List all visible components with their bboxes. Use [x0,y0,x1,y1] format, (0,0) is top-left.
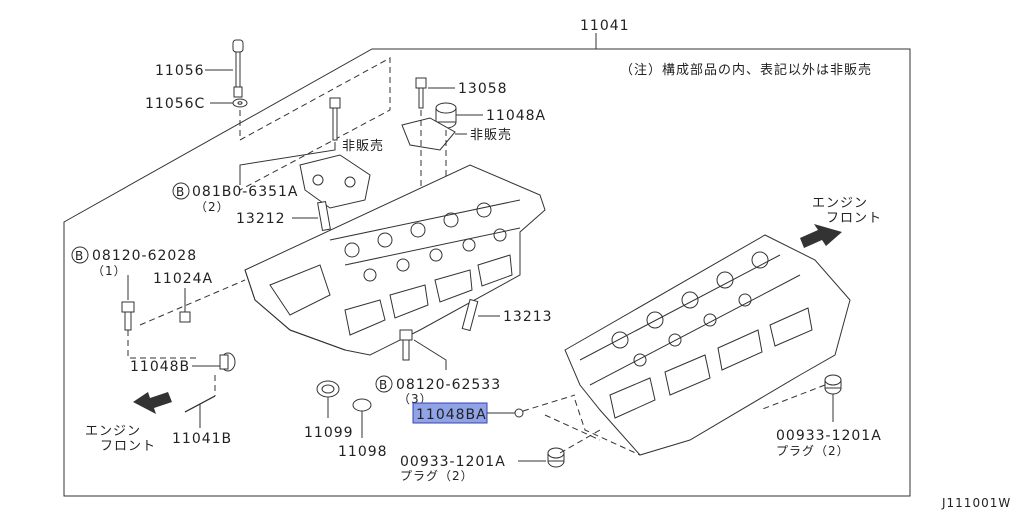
plug-11048b[interactable] [219,352,236,372]
qty-08120-62028: （1） [92,264,127,278]
part-label-11048b[interactable]: 11048B [130,359,190,375]
bolt-081b0-6351a[interactable] [329,97,341,141]
bolt-symbol-2: B [75,249,84,263]
qty-081b0-6351a: （2） [195,200,230,214]
dowel-13212[interactable] [317,200,331,232]
part-label-11056c[interactable]: 11056C [145,96,205,112]
part-label-13213[interactable]: 13213 [503,309,553,325]
part-label-13212[interactable]: 13212 [236,211,286,227]
engine-front-left-line1: エンジン [85,424,141,439]
engine-front-left-line2: フロント [100,439,156,454]
part-label-11041b[interactable]: 11041B [172,431,232,447]
part-label-00933-right[interactable]: 00933-1201A [776,428,882,444]
dowel-11024a[interactable] [179,311,191,323]
part-label-11048a[interactable]: 11048A [486,108,546,124]
part-label-08120-62028[interactable]: 08120-62028 [92,248,197,264]
not-sold-label-1: 非販売 [342,138,384,154]
part-label-00933-center[interactable]: 00933-1201A [400,454,506,470]
plug-00933-right[interactable] [824,374,842,395]
dowel-13213[interactable] [461,298,479,332]
cylinder-head-right[interactable] [564,234,851,456]
part-label-081b0-6351a[interactable]: 081B0-6351A [192,184,299,200]
stud-bolt-11056[interactable] [232,39,244,98]
engine-front-arrow-left [133,392,172,414]
seal-11098[interactable] [352,398,372,412]
not-sold-note: （注）構成部品の内、表記以外は非販売 [620,62,872,78]
part-label-11098[interactable]: 11098 [338,444,388,460]
bolt-symbol-3: B [379,378,388,392]
engine-front-right-line1: エンジン [812,196,868,211]
bolt-08120-62028[interactable] [121,301,135,331]
part-label-11048ba[interactable]: 11048BA [416,407,487,423]
part-label-11024a[interactable]: 11024A [153,271,213,287]
plug-qty-center: プラグ（2） [400,469,474,483]
washer-11056c[interactable] [232,98,248,108]
plug-11048ba[interactable] [514,408,524,418]
part-label-11056[interactable]: 11056 [155,63,205,79]
main-part-number[interactable]: 11041 [580,18,630,34]
camshaft-bracket-left[interactable] [299,154,371,209]
not-sold-label-2: 非販売 [470,127,512,143]
diagram-code: J111001W [941,496,1011,510]
plug-qty-right: プラグ（2） [776,444,850,458]
part-label-13058[interactable]: 13058 [458,81,508,97]
part-label-11099[interactable]: 11099 [304,425,354,441]
bolt-13058[interactable] [415,77,427,109]
engine-front-right-line2: フロント [826,211,882,226]
plug-00933-center[interactable] [547,447,565,468]
camshaft-bracket-right[interactable] [401,117,456,151]
part-label-08120-62533[interactable]: 08120-62533 [396,377,501,393]
bolt-symbol-1: B [176,185,185,199]
seal-11099[interactable] [316,380,340,398]
bolt-08120-62533[interactable] [399,329,413,361]
engine-front-arrow-right [800,224,842,248]
assembly-frame [63,48,911,497]
